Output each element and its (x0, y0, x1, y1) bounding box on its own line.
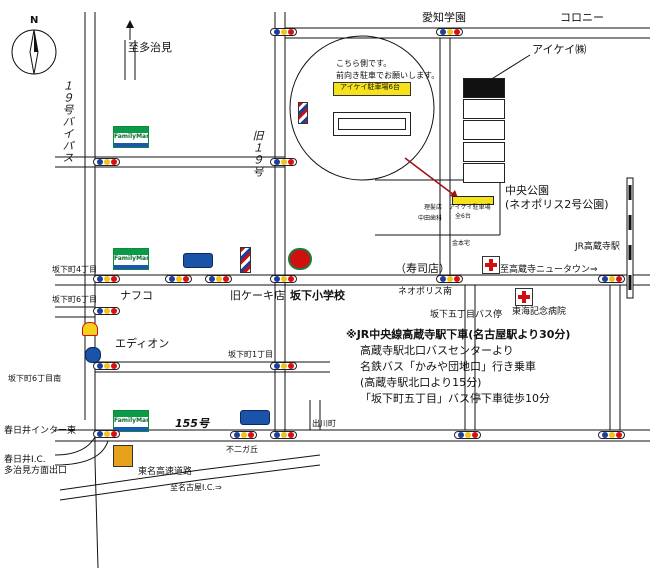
ikei-building-black (463, 78, 505, 98)
gas-station-icon-1 (183, 253, 213, 268)
school-icon (288, 248, 312, 270)
directions-line-3: 名鉄バス「かみや団地口」行き乗車 (360, 360, 536, 373)
signal-old-cake (205, 275, 232, 283)
mini-parking-box (452, 196, 494, 205)
label-neopolis-south: ネオポリス南 (398, 287, 453, 297)
label-funigaoka: 不二ガ丘 (226, 445, 258, 454)
label-to-newtown: 至高蔵寺ニュータウン⇒ (500, 265, 598, 275)
label-to-tajimi: 至多治見 (128, 41, 172, 54)
familymart-icon-north: FamilyMart (113, 126, 149, 148)
label-tokai-hospital: 東海記念病院 (512, 307, 567, 317)
zoom-lot-inner (338, 118, 406, 130)
signal-sakashita6-south (93, 362, 120, 370)
familymart-icon-sakashita4: FamilyMart (113, 248, 149, 270)
signal-sakashita6 (93, 307, 120, 315)
label-kasugai-ic: 春日井I.C. (4, 455, 46, 465)
signal-old19-top (270, 28, 297, 36)
barber-label: 理髪店 (424, 204, 443, 211)
road-meishin-upper (59, 454, 321, 491)
signal-nafuko (165, 275, 192, 283)
directions-line-1: ※JR中央線高蔵寺駅下車(名古屋駅より30分) (346, 328, 571, 341)
label-sakashita6: 坂下町6丁目 (52, 295, 98, 304)
label-colony: コロニー (560, 11, 604, 24)
familymart-icon-155: FamilyMart (113, 410, 149, 432)
mini-parking-spaces: 全6台 (455, 213, 471, 220)
zoom-note-2: 前向き駐車でお願いします。 (336, 71, 440, 80)
kanemoto-label: 金本宅 (452, 240, 471, 247)
signal-neopolis (436, 275, 463, 283)
label-sakashita4: 坂下町4丁目 (52, 265, 98, 274)
interchange-sign-icon (113, 445, 133, 467)
zoom-parking-box (333, 82, 411, 96)
tajimi-arrow-head (126, 20, 134, 28)
zoom-circle (289, 35, 435, 181)
label-bypass: １９号バイパス (61, 80, 74, 164)
dentist-label: 中田歯科 (418, 215, 443, 222)
label-degawa: 出川町 (312, 419, 336, 428)
ikei-building-1 (463, 99, 505, 119)
barber-pole-small (298, 102, 308, 124)
label-sakashita1: 坂下町1丁目 (228, 350, 274, 359)
label-bus-stop: 坂下五丁目バス停 (430, 310, 503, 320)
ikei-building-2 (463, 120, 505, 140)
label-sakashita6-south: 坂下町6丁目南 (8, 374, 62, 383)
compass-needle-dark (34, 30, 38, 52)
signal-degawa (270, 431, 297, 439)
label-tajimi-exit: 多治見方面出口 (4, 466, 68, 476)
label-meishin: 東名高速道路 (138, 467, 193, 477)
label-aichi-gakuen: 愛知学園 (422, 11, 466, 24)
hospital-icon-1 (482, 256, 500, 274)
signal-old19-mid (270, 158, 297, 166)
label-ikei: アイケイ㈱ (532, 43, 587, 56)
gas-station-icon-2 (240, 410, 270, 425)
ikei-building-3 (463, 142, 505, 162)
zoom-parking-sign: アイケイ駐車場6台 (340, 83, 400, 91)
label-chuo-park: 中央公園 (505, 184, 549, 197)
directions-line-4: (高蔵寺駅北口より15分) (360, 376, 482, 389)
label-old19: 旧１９号 (251, 130, 264, 178)
signal-hospital (454, 431, 481, 439)
signal-school (270, 275, 297, 283)
compass-n: N (30, 15, 39, 26)
gas-station-icon-3 (85, 347, 101, 363)
signal-sakashita4 (93, 275, 120, 283)
road-bypass-south (94, 459, 99, 568)
zoom-pointer (404, 157, 459, 199)
label-neopolis-park: (ネオポリス2号公園) (505, 198, 609, 211)
label-jr-kozoji: JR高蔵寺駅 (575, 242, 620, 252)
signal-kasugai-east (93, 430, 120, 438)
directions-line-2: 高蔵寺駅北口バスセンターより (360, 344, 514, 357)
label-to-meishin-north: 至名古屋I.C.⇒ (170, 483, 222, 492)
label-edion: エディオン (115, 337, 170, 350)
directions-line-5: 「坂下町五丁目」バス停下車徒歩10分 (360, 392, 550, 405)
label-kasugai-ic-east: 春日井インター東 (4, 426, 77, 436)
shell-icon (82, 322, 98, 336)
ikei-building-4 (463, 163, 505, 183)
signal-funigaoka (230, 431, 257, 439)
barber-pole-icon (240, 247, 251, 273)
hospital-icon-2 (515, 288, 533, 306)
road-meishin-lower (59, 464, 321, 501)
road-ramp-2 (54, 440, 109, 466)
signal-jr (598, 275, 625, 283)
signal-aichi (436, 28, 463, 36)
zoom-note-1: こちら側です。 (336, 59, 392, 68)
signal-bypass-top (93, 158, 120, 166)
label-route155: 155号 (175, 417, 209, 430)
ikei-pointer (489, 54, 531, 81)
signal-east (598, 431, 625, 439)
label-sakashita-school: 坂下小学校 (290, 289, 345, 302)
mini-parking-label: アイケイ駐車場 (449, 204, 491, 211)
label-nafuko: ナフコ (120, 289, 153, 302)
label-old-cake: 旧ケーキ店 (230, 289, 285, 302)
jr-rail (626, 177, 634, 299)
signal-sakashita1 (270, 362, 297, 370)
label-sushi: （寿司店） (395, 262, 450, 275)
